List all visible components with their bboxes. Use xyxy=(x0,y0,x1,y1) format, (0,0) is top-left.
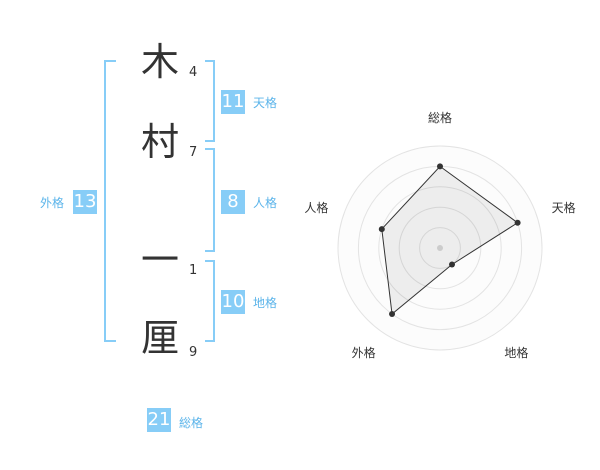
gaikaku-value: 13 xyxy=(73,190,97,214)
radar-point-1 xyxy=(437,163,443,170)
radar-point-5 xyxy=(378,226,385,233)
tenkaku-label: 天格 xyxy=(253,96,278,110)
gaikaku-bracket xyxy=(104,60,116,342)
stroke-count-1: 4 xyxy=(189,65,198,80)
radar-axis-label-1: 総格 xyxy=(428,110,452,125)
gaikaku-label: 外格 xyxy=(40,196,65,210)
stroke-count-4: 9 xyxy=(189,345,198,360)
radar-series-area xyxy=(381,165,519,315)
radar-ring xyxy=(378,186,502,310)
radar-axis-label-4: 外格 xyxy=(352,345,376,360)
radar-axis-label-3: 地格 xyxy=(504,345,528,360)
radar-center-dot xyxy=(437,245,443,251)
radar-point-2 xyxy=(514,219,521,226)
tenkaku-bracket xyxy=(205,60,215,142)
jinkaku-label: 人格 xyxy=(253,196,278,210)
name-char-1: 木 xyxy=(140,40,179,84)
radar-point-4 xyxy=(389,311,396,318)
jinkaku-bracket xyxy=(205,148,215,252)
tenkaku-value: 11 xyxy=(221,90,245,114)
radar-point-3 xyxy=(448,261,455,268)
soukaku-value: 21 xyxy=(147,408,171,432)
name-char-2: 村 xyxy=(140,120,179,164)
radar-ring xyxy=(419,227,461,269)
radar-axis-label-2: 天格 xyxy=(552,200,576,215)
soukaku-label: 総格 xyxy=(179,416,204,430)
stroke-count-2: 7 xyxy=(189,145,198,160)
radar-ring xyxy=(398,206,482,290)
chikaku-value: 10 xyxy=(221,290,245,314)
radar-axis-label-5: 人格 xyxy=(304,200,328,215)
name-char-4: 厘 xyxy=(140,316,179,360)
chikaku-label: 地格 xyxy=(253,296,278,310)
name-char-3: 一 xyxy=(140,238,179,282)
jinkaku-value: 8 xyxy=(221,190,245,214)
chikaku-bracket xyxy=(205,260,215,342)
stroke-count-3: 1 xyxy=(189,263,198,278)
